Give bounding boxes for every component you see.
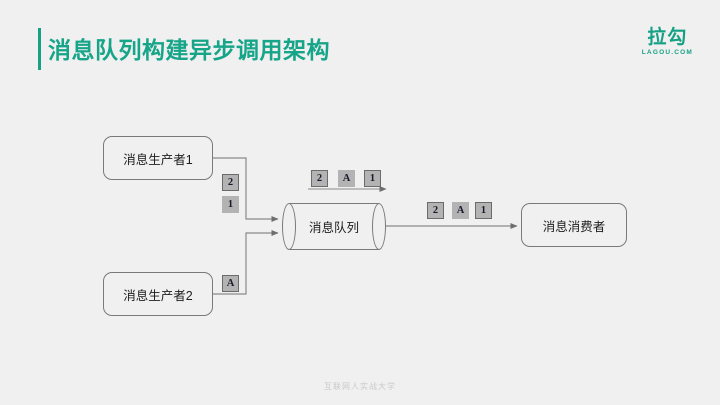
title-accent-bar <box>38 28 41 70</box>
brand-logo-domain: LAGOU.COM <box>641 49 693 56</box>
node-consumer-label: 消息消费者 <box>542 219 606 234</box>
badge-queue-out-msg-a: A <box>452 202 469 219</box>
node-queue-label: 消息队列 <box>308 221 359 235</box>
badge-queue-in-msg-2: 2 <box>311 170 328 187</box>
node-producer-2-label: 消息生产者2 <box>123 288 193 303</box>
node-consumer[interactable]: 消息消费者 <box>521 203 627 247</box>
footer-text: 互联网人实战大学 <box>324 382 396 391</box>
brand-logo: 拉勾 LAGOU.COM <box>642 28 693 57</box>
node-producer-1[interactable]: 消息生产者1 <box>103 136 213 180</box>
edge-producer2-to-queue <box>213 230 279 295</box>
brand-logo-mark: 拉勾 <box>647 27 688 48</box>
node-producer-1-label: 消息生产者1 <box>123 152 193 167</box>
page-title: 消息队列构建异步调用架构 <box>48 37 330 63</box>
badge-queue-in-msg-a: A <box>338 170 355 187</box>
cylinder-cap-right <box>372 203 386 250</box>
badge-queue-out-msg-2: 2 <box>427 202 444 219</box>
badge-queue-out-msg-1: 1 <box>475 202 492 219</box>
badge-producer2-msg-a: A <box>222 275 239 292</box>
cylinder-cap-left <box>282 203 296 250</box>
node-message-queue[interactable]: 消息队列 <box>282 203 386 250</box>
badge-queue-in-msg-1: 1 <box>364 170 381 187</box>
badge-producer1-msg-1: 1 <box>222 196 239 213</box>
badge-producer1-msg-2: 2 <box>222 174 239 191</box>
node-producer-2[interactable]: 消息生产者2 <box>103 272 213 316</box>
cylinder-body <box>289 203 379 250</box>
edge-producer1-to-queue <box>213 157 279 222</box>
